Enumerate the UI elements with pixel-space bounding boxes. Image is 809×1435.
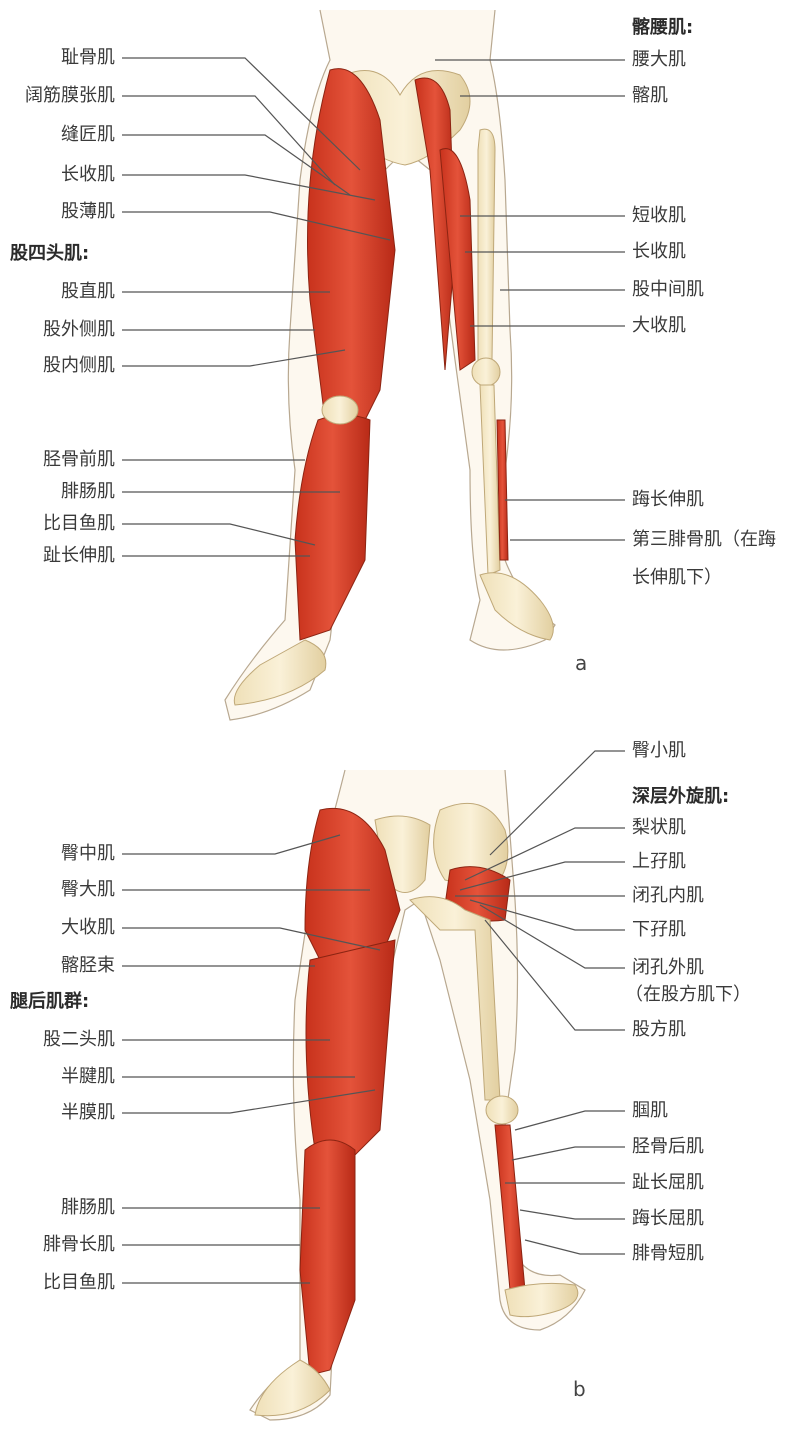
label-inferior-gemellus: 下孖肌 [632, 919, 686, 941]
label-obturator-externus-note: （在股方肌下） [625, 984, 751, 1006]
label-peroneus-longus: 腓骨长肌 [43, 1234, 115, 1256]
label-soleus-b: 比目鱼肌 [43, 1272, 115, 1294]
label-tibialis-posterior: 胫骨后肌 [632, 1136, 704, 1158]
label-gastrocnemius-b: 腓肠肌 [61, 1197, 115, 1219]
label-vastus-medialis: 股内侧肌 [43, 355, 115, 377]
label-semitendinosus: 半腱肌 [61, 1066, 115, 1088]
label-superior-gemellus: 上孖肌 [632, 851, 686, 873]
label-adductor-magnus-b: 大收肌 [61, 917, 115, 939]
label-adductor-longus-r: 长收肌 [632, 241, 686, 263]
label-flexor-digitorum-longus: 趾长屈肌 [632, 1172, 704, 1194]
label-piriformis: 梨状肌 [632, 817, 686, 839]
panel-a-letter: a [575, 651, 587, 675]
label-semimembranosus: 半膜肌 [61, 1102, 115, 1124]
label-vastus-lateralis: 股外侧肌 [43, 319, 115, 341]
label-tibialis-anterior: 胫骨前肌 [43, 449, 115, 471]
panel-b-letter: b [573, 1377, 586, 1401]
label-obturator-externus: 闭孔外肌 [632, 957, 704, 979]
panel-b-figure [122, 751, 625, 1420]
label-sartorius: 缝匠肌 [61, 124, 115, 146]
heading-quadriceps: 股四头肌: [10, 243, 89, 265]
label-peroneus-brevis: 腓骨短肌 [632, 1243, 704, 1265]
label-gracilis: 股薄肌 [61, 201, 115, 223]
label-gluteus-minimus: 臀小肌 [632, 740, 686, 762]
label-peroneus-tertius: 第三腓骨肌（在踇 [632, 529, 776, 551]
label-iliacus: 髂肌 [632, 85, 668, 107]
label-biceps-femoris: 股二头肌 [43, 1029, 115, 1051]
label-vastus-intermedius: 股中间肌 [632, 279, 704, 301]
label-rectus-femoris: 股直肌 [61, 281, 115, 303]
label-extensor-hallucis-longus: 踇长伸肌 [632, 489, 704, 511]
label-popliteus: 腘肌 [632, 1100, 668, 1122]
label-obturator-internus: 闭孔内肌 [632, 885, 704, 907]
label-pectineus: 耻骨肌 [61, 47, 115, 69]
label-psoas-major: 腰大肌 [632, 49, 686, 71]
label-gastrocnemius-a: 腓肠肌 [61, 481, 115, 503]
label-iliotibial-band: 髂胫束 [61, 955, 115, 977]
label-adductor-longus: 长收肌 [61, 164, 115, 186]
heading-iliopsoas: 髂腰肌: [632, 17, 693, 39]
label-soleus-a: 比目鱼肌 [43, 513, 115, 535]
label-adductor-brevis: 短收肌 [632, 205, 686, 227]
heading-hamstrings: 腿后肌群: [10, 991, 89, 1013]
heading-deep-rotators: 深层外旋肌: [632, 786, 729, 808]
label-quadratus-femoris: 股方肌 [632, 1019, 686, 1041]
label-adductor-magnus-a: 大收肌 [632, 315, 686, 337]
label-flexor-hallucis-longus: 踇长屈肌 [632, 1208, 704, 1230]
label-peroneus-tertius-cont: 长伸肌下） [632, 567, 722, 589]
label-gluteus-maximus: 臀大肌 [61, 879, 115, 901]
label-gluteus-medius: 臀中肌 [61, 843, 115, 865]
label-tensor-fasciae-latae: 阔筋膜张肌 [25, 85, 115, 107]
label-extensor-digitorum-longus: 趾长伸肌 [43, 545, 115, 567]
panel-a-figure [122, 10, 625, 720]
